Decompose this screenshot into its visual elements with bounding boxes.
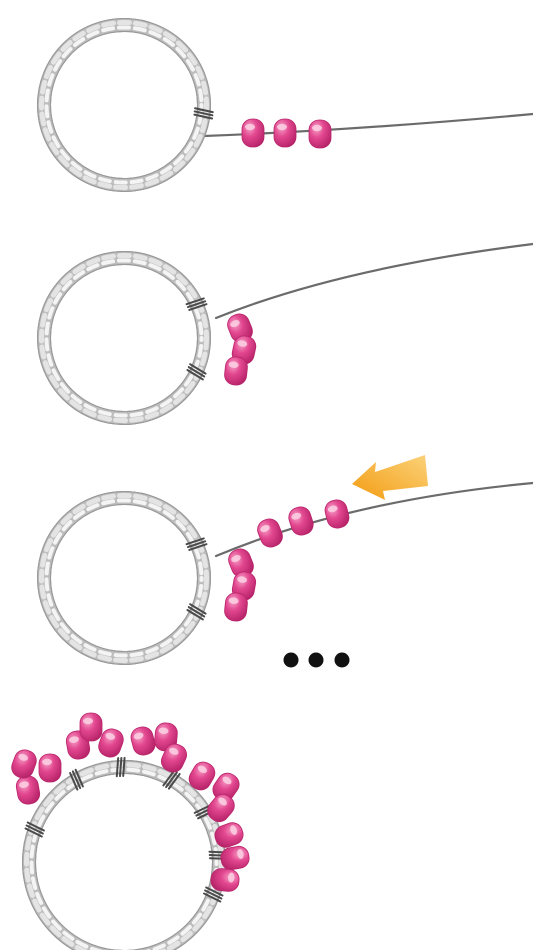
ring-step-4: [22, 760, 226, 950]
bead-step-4-2: [38, 753, 62, 783]
wire-wrap-step-4-1: [24, 821, 45, 838]
bead-step-4-9: [161, 743, 187, 773]
ring-layer: [22, 18, 226, 950]
wire-wrap-step-4-2: [69, 768, 84, 791]
wire-wrap-step-4-4: [162, 769, 181, 790]
wire-wrap-step-1: [193, 107, 214, 120]
wire-wrap-step-2-a: [185, 297, 208, 311]
bead-step-2-a: [227, 313, 253, 343]
wire-step-3: [214, 481, 533, 558]
bead-step-4-10: [188, 761, 216, 791]
ring-step-1: [37, 18, 211, 192]
bead-step-4-7: [130, 726, 156, 756]
wire-wrap-step-2-b: [186, 363, 207, 381]
bead-step-4-3: [11, 749, 37, 779]
bead-step-1-b: [273, 118, 297, 148]
bead-step-3-d: [257, 518, 283, 548]
wire-wrap-step-3-b: [186, 603, 207, 621]
wire-wrap-step-4-7: [203, 886, 224, 903]
ellipsis-icon: [283, 652, 350, 668]
bead-step-4-1: [15, 775, 41, 805]
bead-step-4-13: [214, 822, 244, 848]
bead-step-3-f: [324, 499, 350, 529]
bead-step-4-12: [207, 793, 235, 823]
ring-step-2: [37, 251, 211, 425]
bead-step-4-15: [210, 868, 240, 892]
bead-step-4-14: [220, 845, 250, 871]
bead-step-3-c: [224, 592, 248, 622]
wire-wrap-step-4-3: [115, 756, 126, 778]
bead-step-4-6: [98, 728, 124, 758]
symbol-layer: [283, 455, 428, 668]
bead-step-2-c: [224, 356, 248, 386]
wire-wrap-step-3-a: [185, 537, 208, 551]
ring-step-3: [37, 491, 211, 665]
bead-layer: [11, 118, 350, 892]
bead-step-4-5: [79, 712, 103, 742]
wire-step-2: [214, 242, 533, 320]
bead-step-4-11: [212, 772, 240, 802]
bead-step-1-a: [241, 118, 265, 148]
bead-step-1-c: [308, 119, 332, 149]
arrow-left-icon: [352, 455, 428, 500]
bead-step-3-e: [288, 506, 314, 536]
